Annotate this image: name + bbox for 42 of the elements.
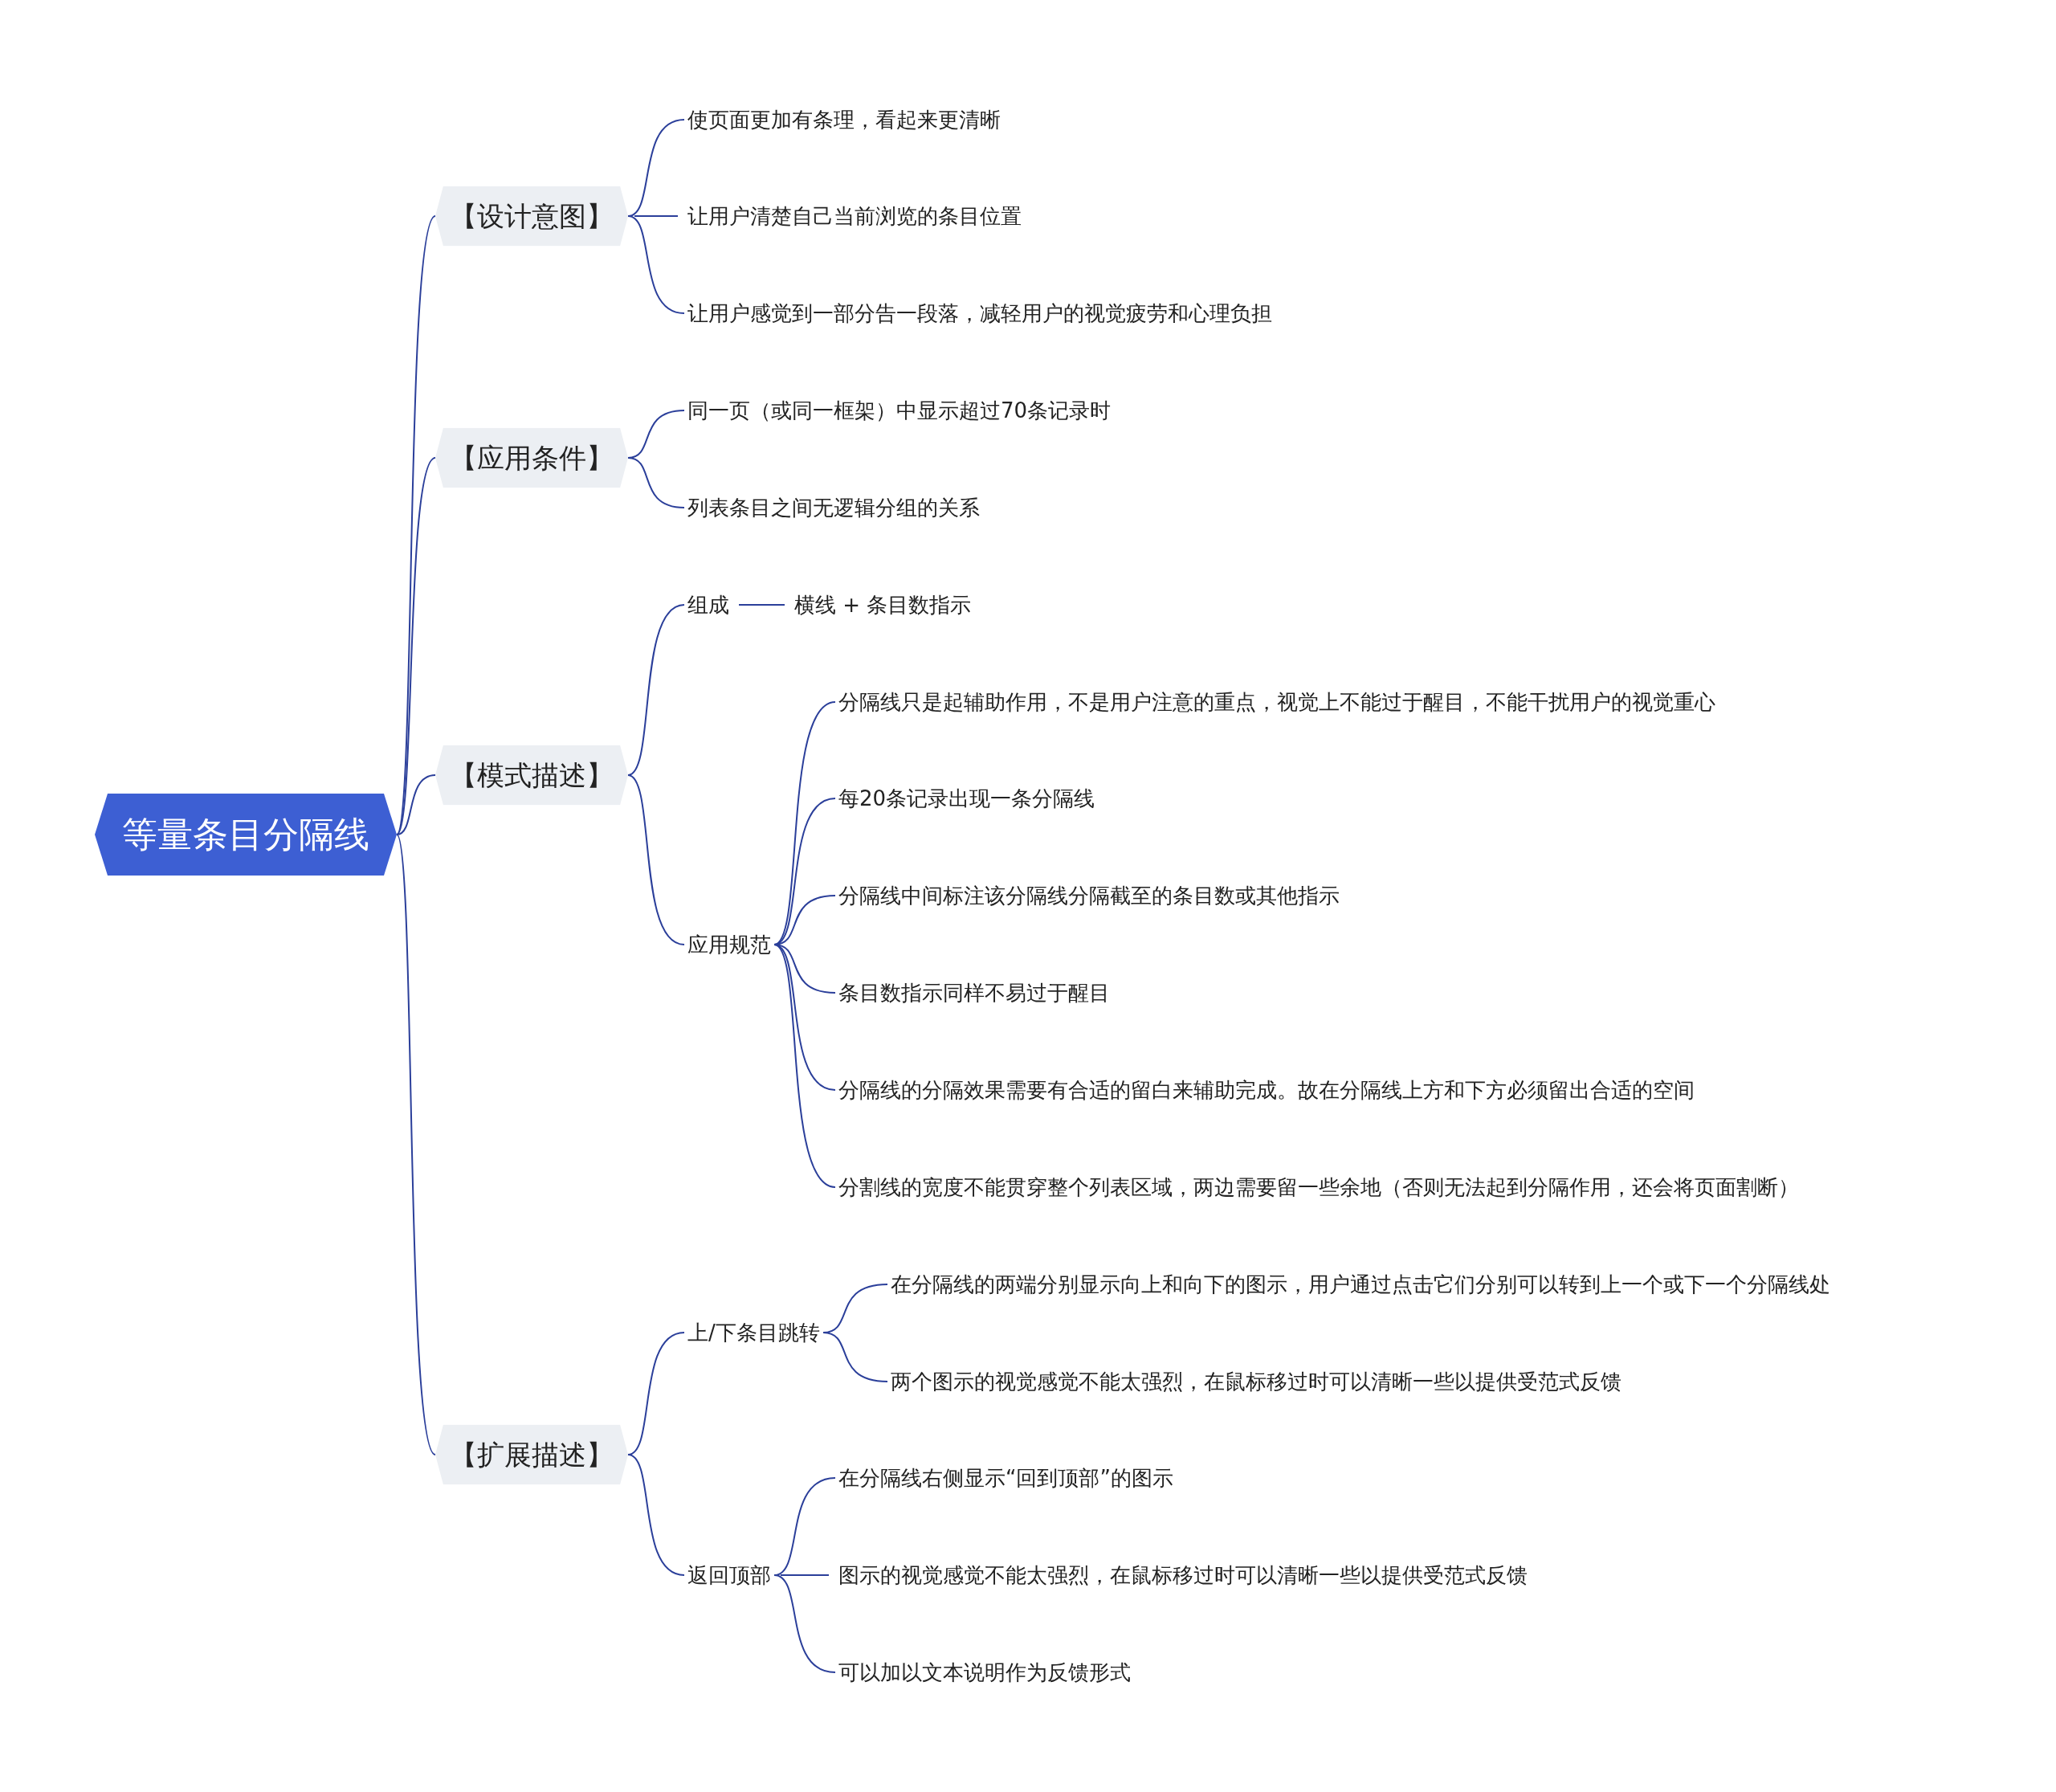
- topic-text: 两个图示的视觉感觉不能太强烈，在鼠标移过时可以清晰一些以提供受范式反馈: [887, 1362, 1625, 1401]
- topic-text: 让用户感觉到一部分告一段落，减轻用户的视觉疲劳和心理负担: [684, 294, 1275, 333]
- connector-line: [822, 1332, 888, 1382]
- connector-line: [627, 774, 685, 945]
- topic-text: 上/下条目跳转: [684, 1313, 823, 1352]
- connector-line: [634, 215, 679, 217]
- topic-text: 在分隔线的两端分别显示向上和向下的图示，用户通过点击它们分别可以转到上一个或下一个分隔线处: [887, 1265, 1834, 1304]
- topic-text: 组成: [684, 586, 732, 624]
- connector-line: [773, 701, 836, 945]
- topic-text: 图示的视觉感觉不能太强烈，在鼠标移过时可以清晰一些以提供受范式反馈: [835, 1556, 1531, 1594]
- connector-line: [773, 1574, 836, 1673]
- topic-text: 分隔线中间标注该分隔线分隔截至的条目数或其他指示: [835, 876, 1343, 915]
- connector-line: [396, 457, 436, 835]
- category-topic: 【设计意图】: [435, 186, 628, 247]
- topic-text: 让用户清楚自己当前浏览的条目位置: [684, 197, 1025, 235]
- topic-text: 返回顶部: [684, 1556, 774, 1594]
- connector-line: [738, 604, 785, 606]
- connector-line: [627, 457, 685, 508]
- connector-line: [627, 604, 685, 776]
- topic-text: 使页面更加有条理，看起来更清晰: [684, 100, 1004, 139]
- connector-line: [627, 215, 685, 314]
- connector-line: [396, 774, 436, 835]
- topic-text: 可以加以文本说明作为反馈形式: [835, 1653, 1134, 1692]
- topic-text: 分隔线只是起辅助作用，不是用户注意的重点，视觉上不能过于醒目，不能干扰用户的视觉重心: [835, 683, 1719, 721]
- root-topic: 等量条目分隔线: [95, 794, 397, 876]
- topic-text: 在分隔线右侧显示“回到顶部”的图示: [835, 1459, 1177, 1497]
- connector-line: [627, 1454, 685, 1576]
- category-topic: 【应用条件】: [435, 427, 628, 488]
- connector-line: [773, 944, 836, 1188]
- topic-text: 横线 + 条目数指示: [791, 586, 975, 624]
- category-topic: 【扩展描述】: [435, 1424, 628, 1485]
- connector-line: [396, 834, 436, 1455]
- topic-text: 分割线的宽度不能贯穿整个列表区域，两边需要留一些余地（否则无法起到分隔作用，还会将页面割断）: [835, 1168, 1802, 1206]
- connector-line: [396, 215, 436, 835]
- topic-text: 每20条记录出现一条分隔线: [835, 779, 1099, 818]
- topic-text: 列表条目之间无逻辑分组的关系: [684, 488, 983, 527]
- category-topic: 【模式描述】: [435, 745, 628, 806]
- topic-text: 同一页（或同一框架）中显示超过70条记录时: [684, 391, 1115, 430]
- topic-text: 条目数指示同样不易过于醒目: [835, 974, 1113, 1012]
- connector-line: [780, 1574, 830, 1576]
- topic-text: 应用规范: [684, 925, 774, 964]
- topic-text: 分隔线的分隔效果需要有合适的留白来辅助完成。故在分隔线上方和下方必须留出合适的空间: [835, 1071, 1698, 1109]
